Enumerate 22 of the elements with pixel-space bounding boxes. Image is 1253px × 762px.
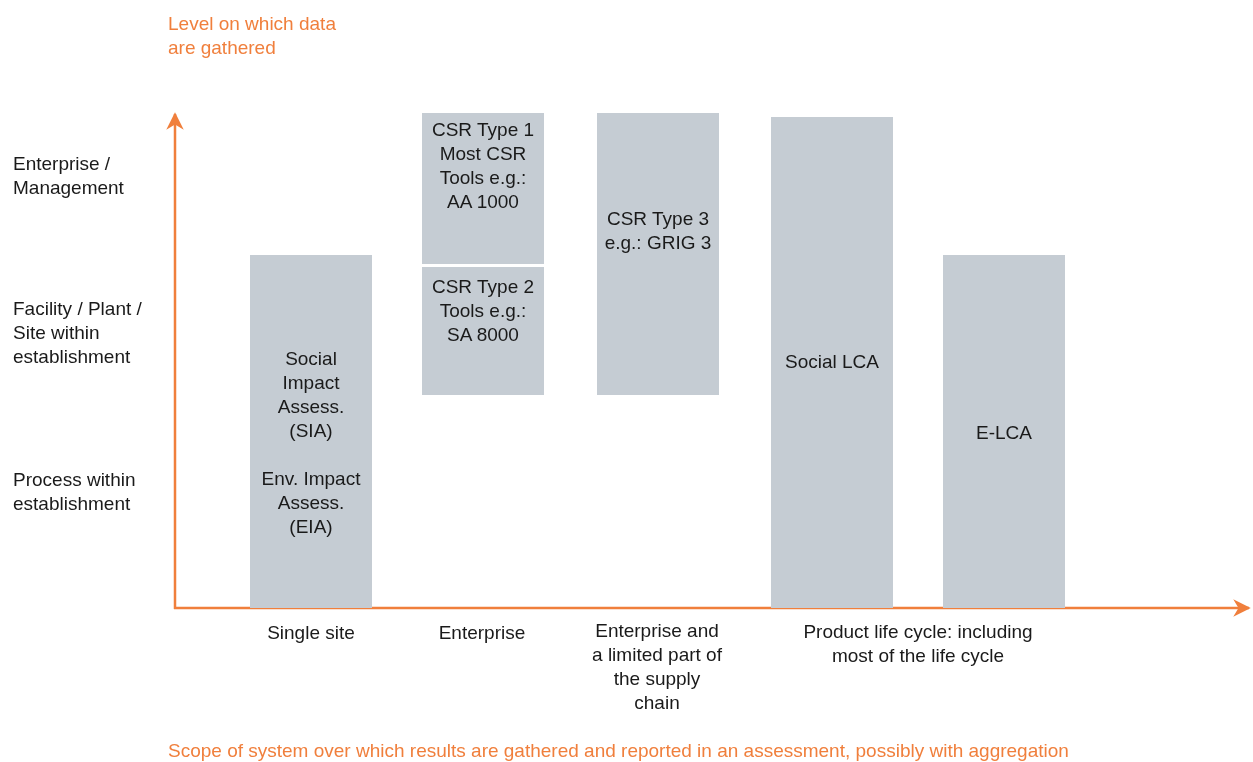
scope-label: Enterprise and a limited part of the supply chain (592, 619, 722, 715)
assessment-bar (943, 255, 1065, 608)
scope-label: Product life cycle: including most of the life cycle (802, 620, 1034, 668)
bar-label: CSR Type 3 e.g.: GRIG 3 (603, 207, 713, 255)
level-label: Enterprise / Management (13, 152, 125, 200)
scope-label: Enterprise (437, 621, 527, 645)
bar-label: CSR Type 1 Most CSR Tools e.g.: AA 1000 (430, 118, 536, 214)
bar-label: Social LCA (784, 350, 880, 374)
axis-title: Scope of system over which results are gathered and reported in an assessment, possibly with aggregation (168, 739, 1070, 762)
bar-label: E-LCA (975, 421, 1033, 445)
assessment-bar (771, 117, 893, 608)
assessment-bar (422, 267, 544, 395)
bar-label: CSR Type 2 Tools e.g.: SA 8000 (430, 275, 536, 347)
axis-title: Level on which data are gathered (168, 12, 337, 60)
assessment-bar (422, 113, 544, 264)
level-label: Facility / Plant / Site within establishment (13, 297, 143, 369)
scope-label: Single site (266, 621, 356, 645)
assessment-bar (597, 113, 719, 395)
bar-label: Env. Impact Assess. (EIA) (260, 467, 362, 539)
bar-label: Social Impact Assess. (SIA) (276, 347, 346, 443)
assessment-bar (250, 255, 372, 608)
level-label: Process within establishment (13, 468, 137, 516)
